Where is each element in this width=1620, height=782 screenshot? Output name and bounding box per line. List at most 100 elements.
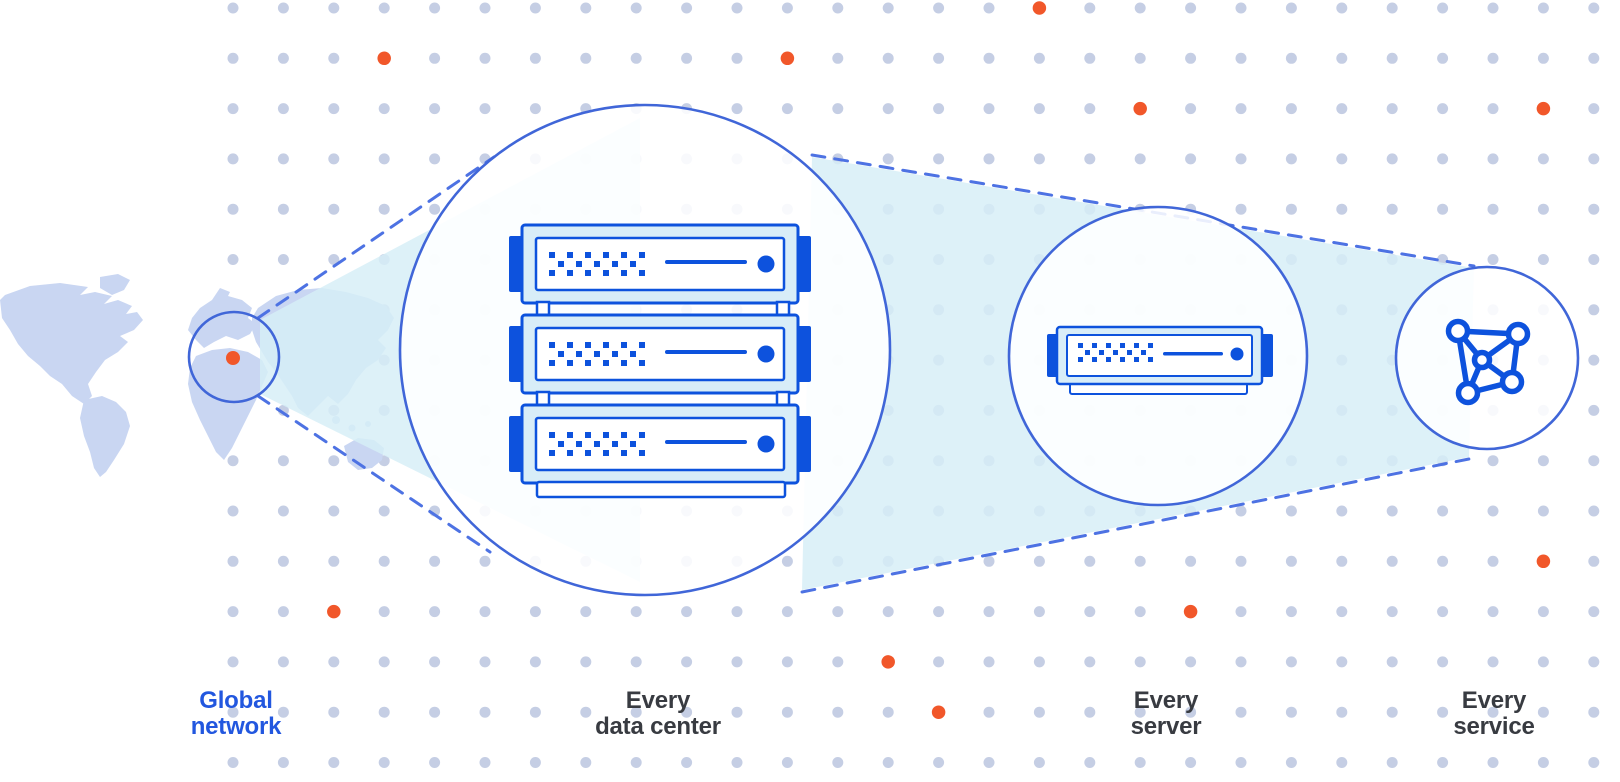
grid-dot (277, 455, 289, 467)
grid-dot (378, 153, 390, 165)
matrix-square (558, 351, 564, 357)
grid-dot (630, 2, 642, 14)
grid-dot (681, 706, 693, 718)
accent-dot (931, 705, 946, 719)
grid-dot (1537, 52, 1549, 64)
grid-dot (1537, 153, 1549, 165)
grid-dot (227, 203, 239, 215)
grid-dot (429, 555, 441, 567)
matrix-square (1127, 350, 1132, 355)
rack-tab (797, 326, 811, 382)
grid-dot (832, 757, 844, 768)
grid-dot (1588, 404, 1600, 416)
grid-dot (1537, 606, 1549, 618)
grid-dot (1185, 706, 1197, 718)
grid-dot (630, 52, 642, 64)
grid-dot (882, 52, 894, 64)
grid-dot (479, 706, 491, 718)
grid-dot (781, 555, 793, 567)
grid-dot (580, 2, 592, 14)
map-focus-circle (187, 310, 281, 404)
grid-dot (882, 2, 894, 14)
rack-tab (509, 326, 523, 382)
matrix-square (1099, 350, 1104, 355)
server-slot-line (1163, 352, 1223, 356)
matrix-square (1141, 350, 1146, 355)
grid-dot (1235, 2, 1247, 14)
grid-dot (1235, 656, 1247, 668)
grid-dot (1437, 52, 1449, 64)
grid-dot (328, 203, 340, 215)
grid-dot (1185, 153, 1197, 165)
matrix-square (585, 342, 591, 348)
grid-dot (1084, 153, 1096, 165)
matrix-square (585, 270, 591, 276)
grid-dot (1437, 555, 1449, 567)
grid-dot (1588, 656, 1600, 668)
grid-dot (933, 153, 945, 165)
matrix-square (1120, 343, 1125, 348)
server-power-dot (757, 345, 775, 363)
grid-dot (227, 455, 239, 467)
matrix-square (1078, 357, 1083, 362)
grid-dot (1588, 103, 1600, 115)
grid-dot (277, 153, 289, 165)
matrix-square (1113, 350, 1118, 355)
grid-dot (933, 606, 945, 618)
grid-dot (277, 254, 289, 265)
grid-dot (1235, 706, 1247, 718)
grid-dot (479, 103, 491, 115)
rack-tab (509, 416, 523, 472)
grid-dot (1437, 2, 1449, 14)
grid-dot (328, 706, 340, 718)
grid-dot (1386, 555, 1398, 567)
grid-dot (1386, 52, 1398, 64)
grid-dot (983, 103, 995, 115)
grid-dot (933, 52, 945, 64)
grid-dot (1588, 757, 1600, 768)
grid-dot (277, 203, 289, 215)
grid-dot (529, 757, 541, 768)
grid-dot (1185, 2, 1197, 14)
grid-dot (1235, 153, 1247, 165)
grid-dot (1336, 706, 1348, 718)
grid-dot (1235, 103, 1247, 115)
grid-dot (1437, 203, 1449, 215)
matrix-square (630, 261, 636, 267)
matrix-square (603, 360, 609, 366)
grid-dot (227, 52, 239, 64)
grid-dot (429, 606, 441, 618)
label-line: network (190, 713, 282, 740)
grid-dot (1588, 153, 1600, 165)
grid-dot (429, 2, 441, 14)
grid-dot (429, 203, 441, 215)
grid-dot (1588, 606, 1600, 618)
grid-dot (1033, 706, 1045, 718)
grid-dot (529, 2, 541, 14)
matrix-square (576, 441, 582, 447)
server-slot-line (665, 260, 747, 264)
rack-tab (797, 416, 811, 472)
grid-dot (630, 656, 642, 668)
grid-dot (983, 706, 995, 718)
matrix-square (621, 270, 627, 276)
grid-dot (1386, 2, 1398, 14)
matrix-square (1106, 357, 1111, 362)
label-every-server: Every server (1131, 688, 1202, 740)
continent-africa (188, 348, 268, 460)
matrix-square (549, 270, 555, 276)
grid-dot (277, 52, 289, 64)
matrix-square (1106, 343, 1111, 348)
matrix-square (603, 450, 609, 456)
grid-dot (933, 103, 945, 115)
label-line: Every (1133, 687, 1199, 714)
grid-dot (277, 606, 289, 618)
matrix-square (639, 342, 645, 348)
grid-dot (1487, 706, 1499, 718)
rack-base (535, 480, 787, 499)
grid-dot (1134, 706, 1146, 718)
continent-north-america (0, 283, 143, 404)
grid-dot (1437, 706, 1449, 718)
grid-dot (1437, 656, 1449, 668)
matrix-square (576, 351, 582, 357)
